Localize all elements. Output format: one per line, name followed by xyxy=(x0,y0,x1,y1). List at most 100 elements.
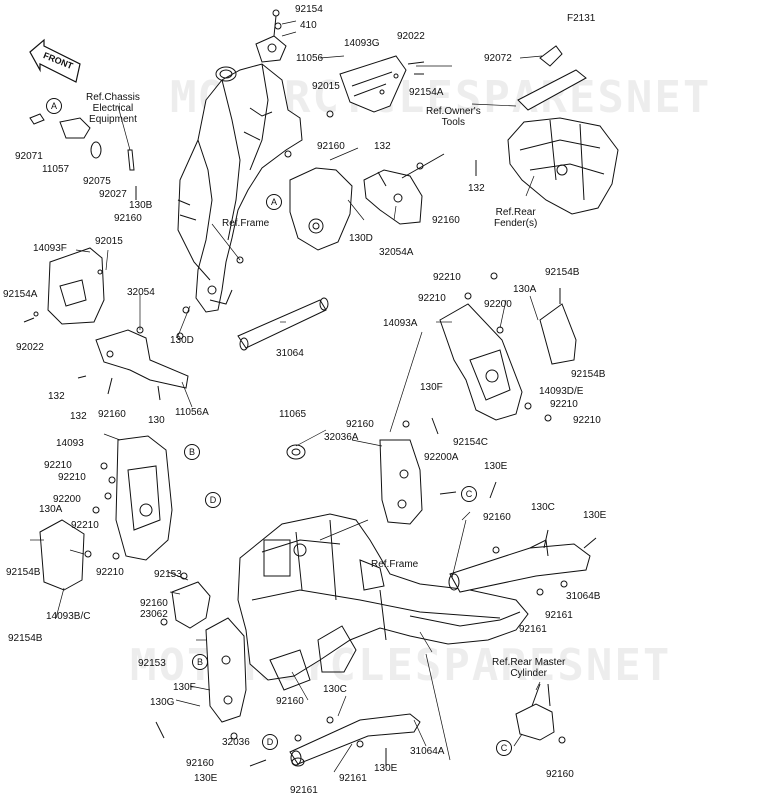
ref-frame-upper: Ref.Frame xyxy=(222,218,270,229)
part-label: 32036 xyxy=(222,737,250,748)
part-label: 92200 xyxy=(484,299,512,310)
upper-frame-drawing xyxy=(177,63,303,313)
callout-a-upper: A xyxy=(46,98,62,114)
part-label: 14093G xyxy=(344,38,380,49)
ref-frame-lower: Ref.Frame xyxy=(371,559,419,570)
callout-c-right: C xyxy=(461,486,477,502)
part-label: 92161 xyxy=(519,624,547,635)
cover-14093f-drawing xyxy=(47,247,105,325)
part-label: 11065 xyxy=(279,409,307,420)
part-label: 130D xyxy=(349,233,373,244)
part-label: 130D xyxy=(170,335,194,346)
part-label: 92154B xyxy=(545,267,580,278)
front-arrow-icon: FRONT xyxy=(29,38,81,83)
part-label: 92154A xyxy=(409,87,444,98)
part-label: 130F xyxy=(420,382,443,393)
part-label: 92210 xyxy=(433,272,461,283)
part-label: 92160 xyxy=(317,141,345,152)
part-label: 92200 xyxy=(53,494,81,505)
part-label: 130C xyxy=(531,502,555,513)
part-label: 92210 xyxy=(550,399,578,410)
part-label: 92153 xyxy=(154,569,182,580)
part-label: 14093 xyxy=(56,438,84,449)
part-label: 92160 xyxy=(114,213,142,224)
part-label: 130 xyxy=(148,415,165,426)
rear-fender-drawing xyxy=(507,117,619,215)
pedal-31064b-drawing xyxy=(449,543,591,593)
part-label: 92210 xyxy=(96,567,124,578)
lower-frame-drawing xyxy=(237,513,529,691)
part-label: 92160 xyxy=(432,215,460,226)
bracket-11056-drawing xyxy=(255,35,287,63)
part-label: 92210 xyxy=(418,293,446,304)
part-label: 130C xyxy=(323,684,347,695)
part-label: 132 xyxy=(70,411,87,422)
cover-14093de-drawing xyxy=(539,303,577,365)
part-label: 130A xyxy=(513,284,537,295)
part-label: 130E xyxy=(374,763,398,774)
grommet-11065-drawing xyxy=(286,444,306,460)
part-label: 92022 xyxy=(397,31,425,42)
part-label: 92210 xyxy=(71,520,99,531)
part-label: 92154A xyxy=(3,289,38,300)
fastener-bolts-drawing xyxy=(23,110,597,767)
part-label: 11057 xyxy=(42,164,70,175)
bracket-32036-drawing xyxy=(205,617,247,723)
part-label: 92160 xyxy=(546,769,574,780)
cover-14093a-drawing xyxy=(439,303,523,421)
part-label: 130A xyxy=(39,504,63,515)
leader-lines xyxy=(30,20,543,773)
pedal-31064a-drawing xyxy=(289,713,421,765)
part-label: 130F xyxy=(173,682,196,693)
part-label: 92160 xyxy=(483,512,511,523)
part-label: 92210 xyxy=(58,472,86,483)
bracket-center-drawing xyxy=(289,167,353,251)
part-label: 92154C xyxy=(453,437,489,448)
callout-b-lower: B xyxy=(192,654,208,670)
part-label: 92210 xyxy=(44,460,72,471)
part-label: 92072 xyxy=(484,53,512,64)
part-label: 92161 xyxy=(339,773,367,784)
part-label: 31064A xyxy=(410,746,445,757)
part-label: 92160 xyxy=(346,419,374,430)
part-label: 92075 xyxy=(83,176,111,187)
diagram-code: F2131 xyxy=(567,13,596,24)
bracket-32054a-drawing xyxy=(363,169,423,225)
part-label: 92015 xyxy=(95,236,123,247)
part-label: 132 xyxy=(468,183,485,194)
part-label: 92161 xyxy=(290,785,318,796)
callout-a-frame: A xyxy=(266,194,282,210)
part-label: 92154B xyxy=(8,633,43,644)
part-label: 92160 xyxy=(276,696,304,707)
part-label: 92161 xyxy=(545,610,573,621)
part-label: 92160 xyxy=(186,758,214,769)
callout-c-lower: C xyxy=(496,740,512,756)
part-label: 92154B xyxy=(571,369,606,380)
part-label: 130G xyxy=(150,697,175,708)
part-label: 92015 xyxy=(312,81,340,92)
part-label: 31064 xyxy=(276,348,304,359)
part-label: 92160 xyxy=(98,409,126,420)
part-label: 14093F xyxy=(33,243,67,254)
part-label: 92027 xyxy=(99,189,127,200)
part-label: 92022 xyxy=(16,342,44,353)
part-label: 132 xyxy=(374,141,391,152)
part-label: 92154B xyxy=(6,567,41,578)
part-label: 92200A xyxy=(424,452,459,463)
part-label: 14093D/E xyxy=(539,386,584,397)
bracket-32054-drawing xyxy=(95,329,189,389)
part-label: 130B xyxy=(129,200,153,211)
part-label: 130E xyxy=(484,461,508,472)
part-label: 32036A xyxy=(324,432,359,443)
part-label: 32054A xyxy=(379,247,414,258)
callout-d-right: D xyxy=(205,492,221,508)
part-label: 92210 xyxy=(573,415,601,426)
rear-master-cylinder-drawing xyxy=(515,703,555,741)
cover-14093bc-drawing xyxy=(39,519,85,591)
part-label: 130E xyxy=(583,510,607,521)
